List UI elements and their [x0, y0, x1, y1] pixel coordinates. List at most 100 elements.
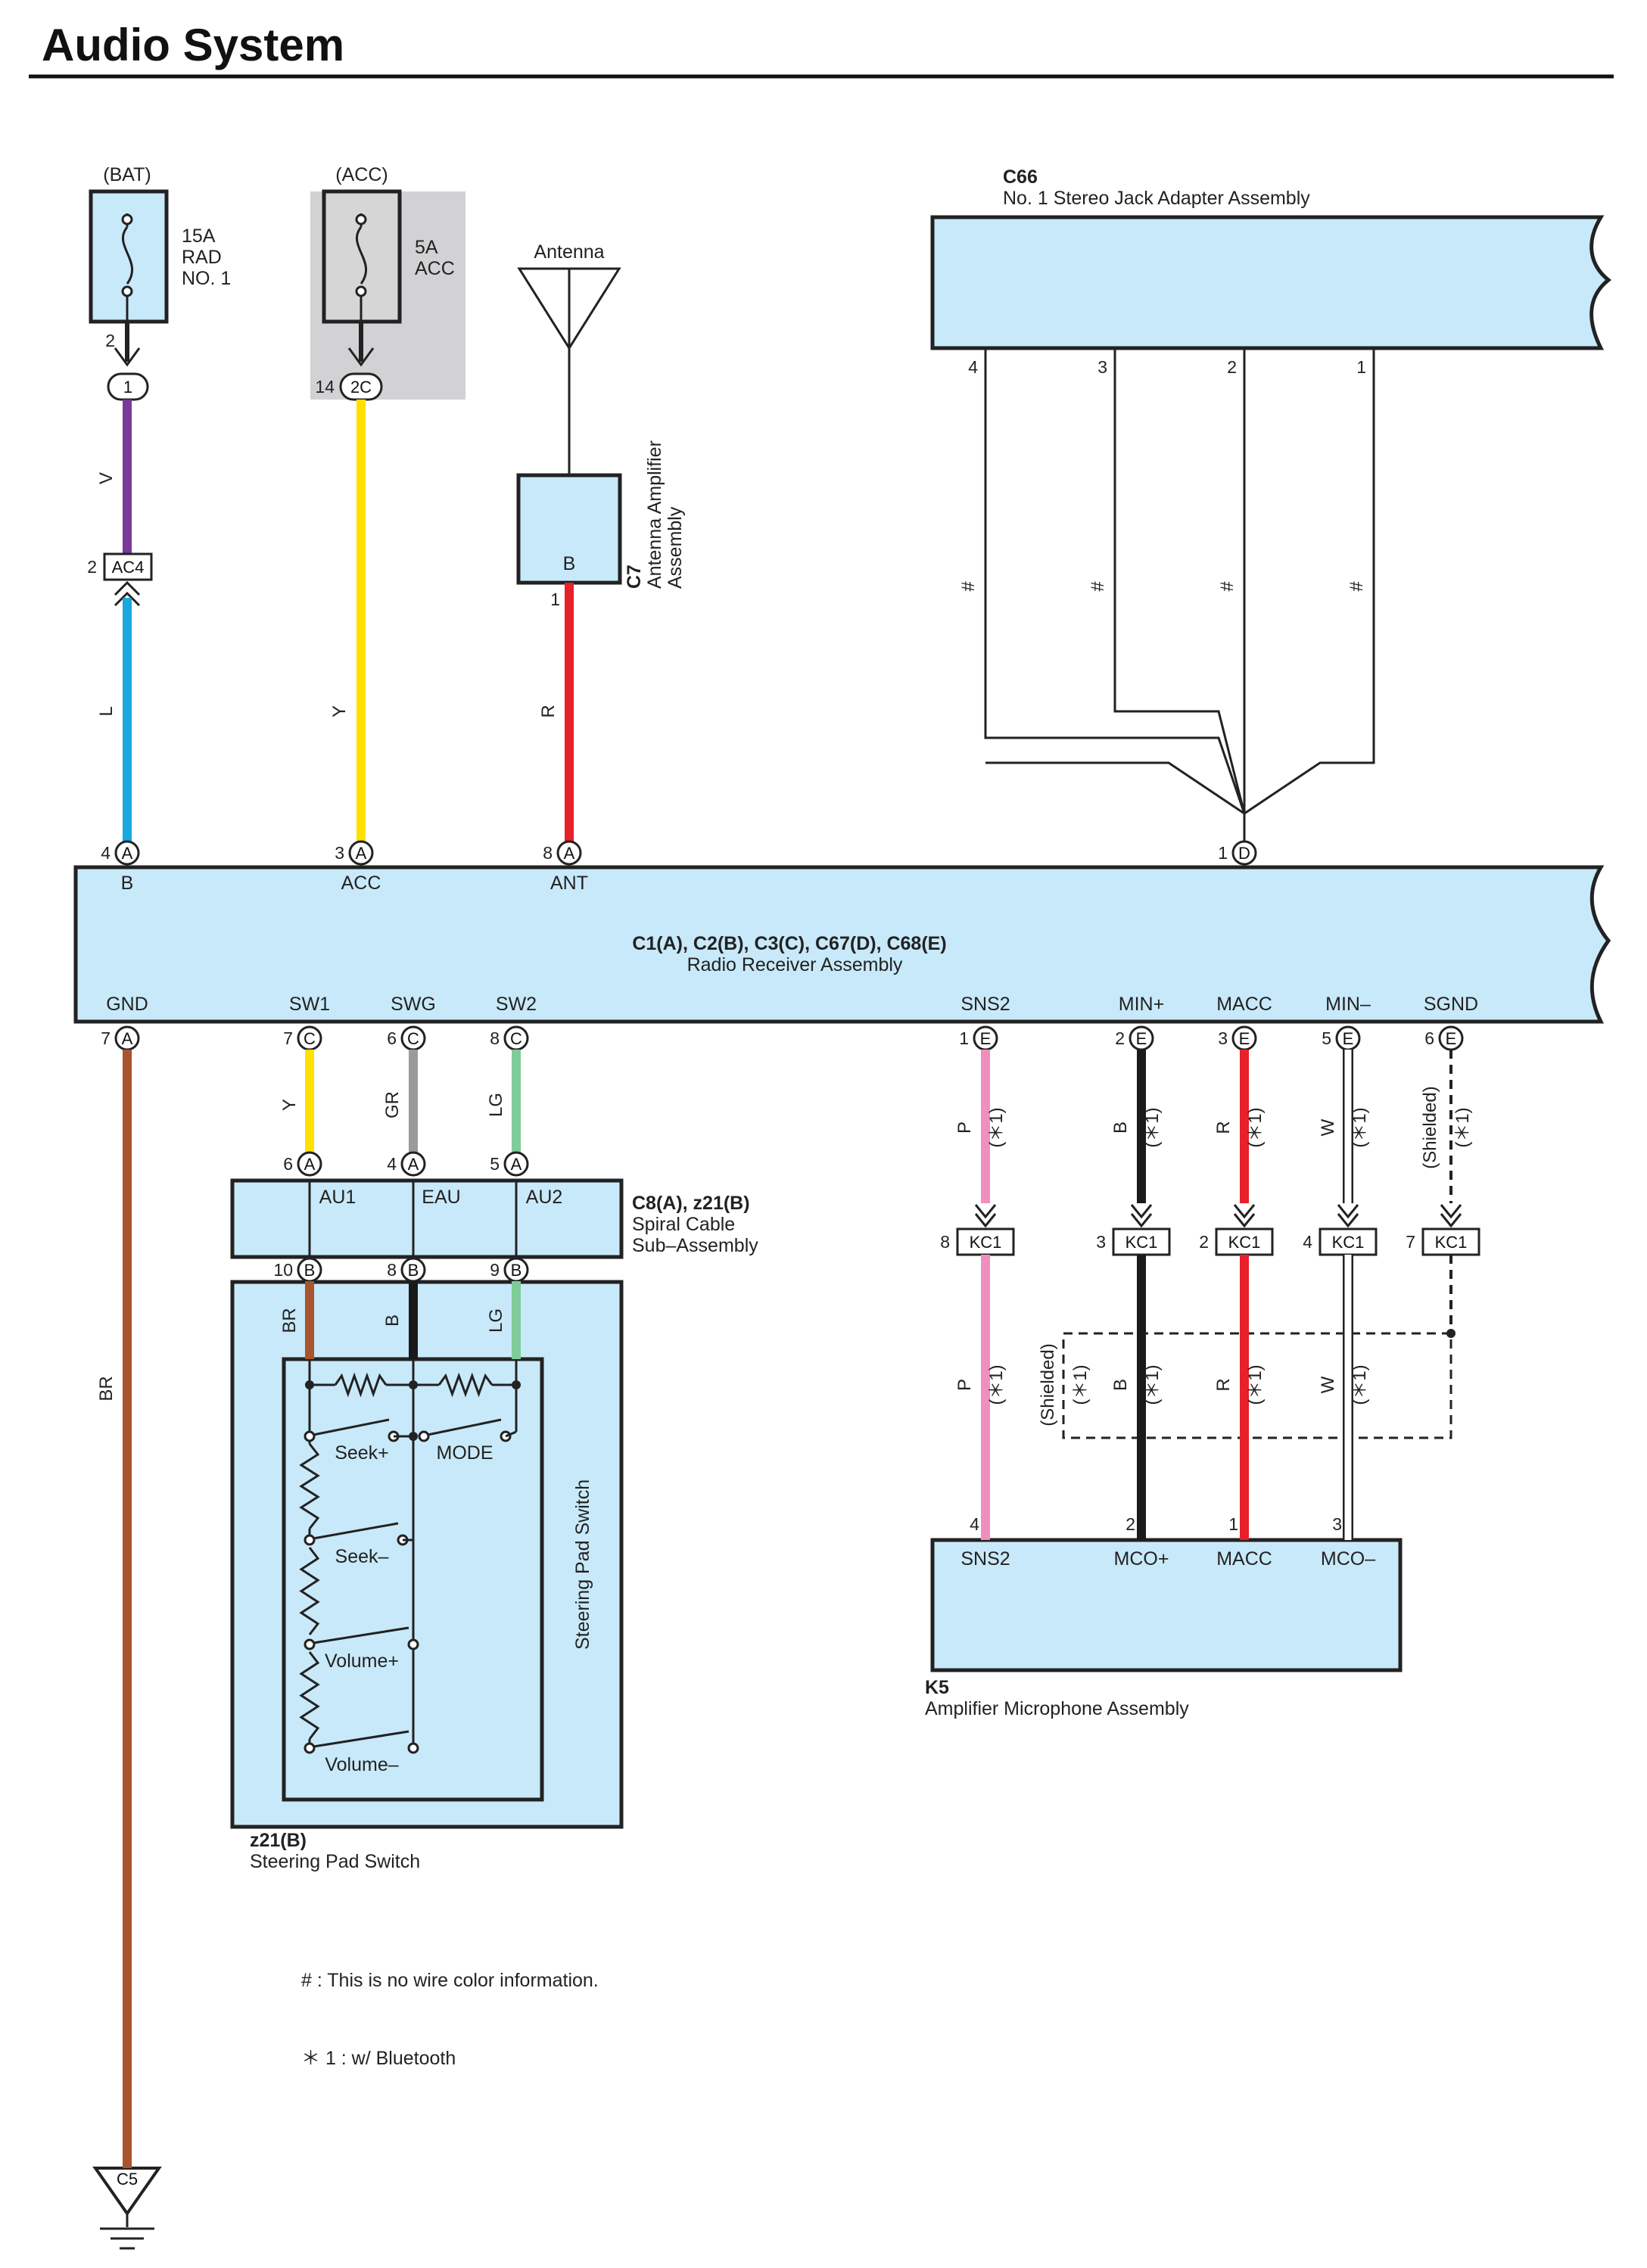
wire-br-gnd-label: BR: [96, 1376, 117, 1401]
spiral-bottom-pin-1-letter: B: [408, 1261, 419, 1280]
jack-wire-label-1: #: [1347, 581, 1367, 592]
spiral-top-pin-2-num: 5: [490, 1154, 500, 1174]
radio-pin-ant: [556, 840, 582, 866]
fuse-acc-name1: ACC: [415, 258, 455, 279]
spiral-bottom-pin-2-num: 9: [490, 1260, 500, 1280]
shield-node: [1446, 1329, 1456, 1338]
fuse-acc-pin: 14: [315, 377, 335, 397]
spiral-top-pin-1-letter: A: [408, 1155, 419, 1174]
wire-y-sw1-label: Y: [279, 1099, 300, 1111]
sw-node-5: [409, 1432, 418, 1441]
kc1-4: [1421, 1227, 1480, 1256]
upper-note-label-1: (＊1): [1142, 1107, 1163, 1147]
note-2: ＊ 1 : w/ Bluetooth: [301, 2048, 456, 2069]
steering-code: z21(B): [250, 1830, 307, 1851]
fuse-acc-icon: [355, 226, 367, 285]
spiral-name2: Sub–Assembly: [632, 1235, 758, 1256]
spiral-top-pin-0-letter: A: [304, 1155, 316, 1174]
mic-term-2: MACC: [1216, 1548, 1272, 1570]
radio-pin-bottom-4-num: 1: [959, 1028, 969, 1048]
switch-volume-minus-contact-a: [304, 1742, 316, 1754]
radio-name: Radio Receiver Assembly: [687, 954, 903, 975]
radio-term-b: B: [121, 873, 134, 894]
wire-r-ant-label: R: [538, 705, 559, 717]
antenna-amp-pin-letter: B: [563, 553, 576, 574]
upper-note-label-3: (＊1): [1350, 1107, 1370, 1147]
radio-pin-bottom-0-letter: A: [122, 1029, 133, 1048]
shield-box: [1062, 1332, 1452, 1439]
lower-shield-label: (Shielded): [1038, 1343, 1058, 1426]
switch-volume-plus-contact-b: [407, 1638, 419, 1650]
switch-volume-minus-contact-b: [407, 1742, 419, 1754]
wire-b-sw-label: B: [382, 1314, 403, 1327]
kc1-4-arrow: [1440, 1204, 1462, 1219]
jack-pin-4: 4: [968, 357, 978, 377]
lower-note-label-1: (＊1): [1142, 1364, 1163, 1405]
radio-pin-d1: [1231, 840, 1257, 866]
upper-shield-label: (Shielded): [1420, 1086, 1440, 1168]
jack-wire-4: [984, 348, 1113, 739]
spiral-top-pin-0: [297, 1151, 322, 1177]
junction-ac4-pin: 2: [87, 557, 97, 577]
jack-wire-merge: [985, 736, 1246, 842]
kc1-3-label: KC1: [1332, 1233, 1365, 1252]
jack-pin-1: 1: [1356, 357, 1366, 377]
fuse-acc-supply: (ACC): [335, 164, 388, 185]
radio-receiver-box: [73, 865, 1611, 1024]
mic-pin-3: 3: [1332, 1514, 1342, 1534]
spiral-top-pin-1-num: 4: [387, 1154, 397, 1174]
radio-term-3: SW2: [496, 994, 537, 1015]
lower-note-label-2: (＊1): [1245, 1364, 1266, 1405]
antenna-amp-name1: Antenna Amplifier: [644, 440, 665, 589]
jack-name: No. 1 Stereo Jack Adapter Assembly: [1003, 188, 1310, 209]
kc1-1-arrow2: [1130, 1213, 1153, 1228]
switch-seek-plus-blade: [313, 1418, 390, 1436]
radio-pin-acc-letter: A: [356, 844, 367, 863]
jack-wire-3: [1113, 348, 1246, 814]
wire-lg-sw2-label: LG: [486, 1093, 506, 1117]
wire-y-acc-label: Y: [329, 705, 350, 717]
jack-wire-label-3: #: [1088, 581, 1108, 592]
steering-name: Steering Pad Switch: [250, 1851, 420, 1872]
stereo-jack-box: [930, 215, 1611, 350]
radio-term-7: MIN–: [1325, 994, 1371, 1015]
upper-wire-label-3: W: [1318, 1118, 1338, 1136]
radio-term-2: SWG: [391, 994, 436, 1015]
radio-pin-b-num: 4: [101, 843, 111, 863]
jack-wire-label-2: #: [1217, 581, 1238, 592]
fuse-bat-name2: NO. 1: [182, 268, 231, 289]
spiral-term-0: AU1: [319, 1187, 356, 1208]
radio-pin-bottom-8-num: 6: [1424, 1028, 1434, 1048]
radio-pin-ant-letter: A: [564, 844, 575, 863]
kc1-2-pin: 2: [1199, 1232, 1209, 1252]
junction-ac4: [103, 552, 153, 581]
radio-pin-ant-num: 8: [543, 843, 553, 863]
radio-pin-acc: [348, 840, 374, 866]
spiral-bottom-pin-0-num: 10: [273, 1260, 293, 1280]
spiral-name1: Spiral Cable: [632, 1214, 735, 1235]
jack-wire-1: [1244, 348, 1375, 815]
junction-2c-label: 2C: [350, 378, 372, 397]
spiral-bottom-pin-2-letter: B: [511, 1261, 522, 1280]
fuse-bat-rating: 15A: [182, 226, 216, 247]
mic-term-1: MCO+: [1114, 1548, 1169, 1570]
kc1-2-label: KC1: [1228, 1233, 1261, 1252]
resistor-4-icon: [299, 1547, 320, 1635]
radio-pin-bottom-1-num: 7: [283, 1028, 293, 1048]
radio-term-5: MIN+: [1119, 994, 1164, 1015]
upper-note-label-2: (＊1): [1245, 1107, 1266, 1147]
spiral-bottom-pin-1-num: 8: [387, 1260, 397, 1280]
lower-shield-note: (＊1): [1070, 1364, 1091, 1405]
upper-wire-label-1: B: [1110, 1122, 1131, 1134]
kc1-0-pin: 8: [940, 1232, 950, 1252]
switch-volume-plus-blade: [313, 1626, 409, 1644]
spiral-top-pin-2-letter: A: [511, 1155, 522, 1174]
upper-wire-label-0: P: [954, 1122, 975, 1134]
radio-pin-bottom-1-letter: C: [304, 1029, 316, 1048]
radio-pin-b: [114, 840, 140, 866]
kc1-2-arrow: [1233, 1204, 1256, 1219]
radio-code: C1(A), C2(B), C3(C), C67(D), C68(E): [632, 933, 946, 954]
resistor-1-icon: [334, 1372, 388, 1398]
switch-seek-plus-contact-a: [304, 1430, 316, 1442]
kc1-1-label: KC1: [1126, 1233, 1158, 1252]
